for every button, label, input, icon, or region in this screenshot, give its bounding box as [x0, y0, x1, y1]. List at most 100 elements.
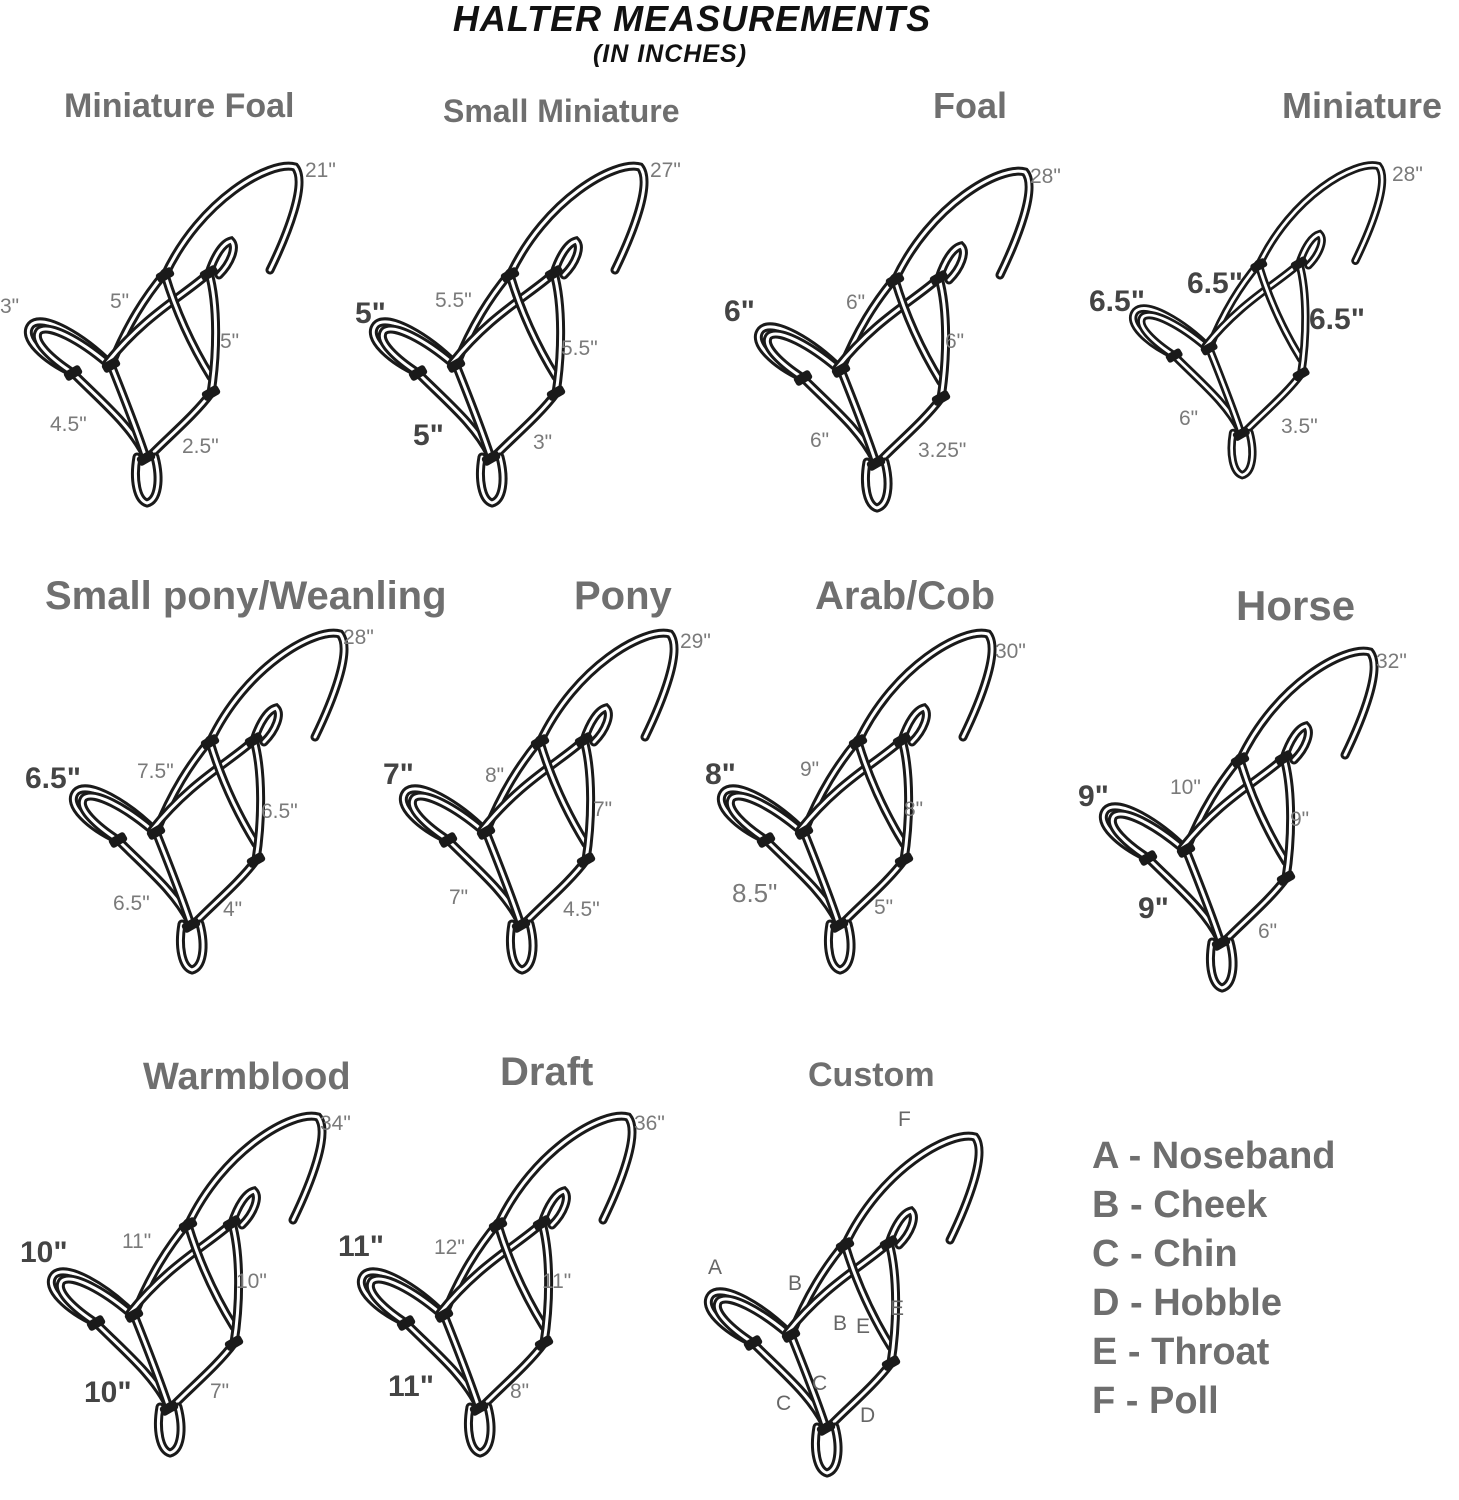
rope-throatlatch-highlight: [900, 738, 911, 862]
rope-noseband-inner: [365, 1274, 445, 1328]
rope-knot-1: [244, 732, 264, 748]
rope-chin-right-highlight: [789, 1333, 827, 1427]
rope-throat-cross-highlight: [843, 1243, 893, 1349]
rope-noseband-inner-highlight: [58, 1277, 132, 1325]
rope-throat-cross-highlight: [1238, 758, 1288, 864]
rope-throatlatch-highlight: [1297, 262, 1307, 376]
rope-throat-cross-highlight: [1257, 264, 1303, 361]
rope-lead-loop-highlight: [156, 1405, 183, 1455]
throat-measurement: 11": [542, 1270, 572, 1293]
halter-rope: [368, 161, 649, 508]
poll-measurement: 29": [680, 630, 711, 653]
throat-measurement: 6": [945, 330, 965, 353]
page-subtitle: (IN INCHES): [592, 40, 748, 68]
rope-knot-5: [469, 1400, 489, 1416]
rope-throat-loop-highlight: [937, 244, 965, 282]
halter-rope: [703, 1131, 984, 1478]
noseband-measurement: 10": [20, 1236, 68, 1269]
rope-cheek-cross-highlight: [438, 1221, 544, 1315]
rope-knot-5: [159, 1400, 179, 1416]
rope-cheek-cross-highlight: [150, 738, 256, 832]
rope-knot-3: [1200, 341, 1218, 356]
rope-throatlatch-highlight: [207, 271, 218, 395]
rope-knot-1: [929, 270, 949, 286]
halter-diagram: [23, 161, 304, 508]
rope-knot-2: [108, 832, 128, 848]
noseband-measurement: 5": [355, 297, 386, 330]
rope-knot-5: [136, 450, 156, 466]
rope-noseband-inner: [377, 324, 457, 378]
throat-outer-letter: E: [890, 1297, 905, 1320]
rope-lead-loop-highlight: [133, 455, 160, 505]
rope-knot-3: [434, 1307, 454, 1323]
cheek-measurement: 9": [800, 758, 820, 781]
rope-knot-1: [532, 1215, 552, 1231]
rope-throatlatch-highlight: [252, 738, 263, 862]
halter-diagram: [703, 1131, 984, 1478]
rope-noseband-inner-highlight: [715, 1297, 789, 1345]
halter-panel-small-pony-weanling: Small pony/Weanling 28" 6.5" 7.5" 6.5" 6…: [25, 570, 447, 990]
halter-diagram: [46, 1111, 327, 1458]
halter-diagram: [368, 161, 649, 508]
chin-measurement: 4.5": [50, 413, 87, 436]
rope-noseband-inner: [1137, 311, 1210, 360]
halter-diagram: [1098, 646, 1379, 993]
halter-panel-draft: Draft 36" 11" 12" 11" 11" 8": [338, 1050, 698, 1470]
rope-noseband-inner-highlight: [410, 794, 484, 842]
rope-knot-0: [835, 1237, 855, 1253]
rope-knot-2: [1138, 850, 1158, 866]
rope-knot-5: [866, 455, 886, 471]
noseband-measurement: 8": [705, 758, 736, 791]
rope-knot-4: [894, 852, 914, 868]
noseband-measurement: 6.5": [25, 762, 81, 795]
legend-item-cheek: B - Cheek: [1092, 1184, 1268, 1226]
rope-knot-0: [488, 1217, 508, 1233]
rope-chin-right-highlight: [1207, 346, 1242, 433]
legend-item-chin: C - Chin: [1092, 1233, 1238, 1275]
rope-knot-1: [199, 265, 219, 281]
rope-knot-1: [222, 1215, 242, 1231]
halter-diagram: [398, 628, 679, 975]
halter-diagram: [68, 628, 349, 975]
rope-throat-cross-highlight: [163, 273, 213, 379]
rope-hobble-highlight: [840, 858, 906, 926]
rope-throat-loop-highlight: [887, 1209, 915, 1247]
rope-crown-highlight: [538, 631, 676, 744]
hobble-measurement: 8": [510, 1380, 530, 1403]
chin-outer-letter: C: [776, 1392, 792, 1415]
rope-throat-cross-highlight: [496, 1223, 546, 1329]
rope-knot-4: [201, 385, 221, 401]
panel-title: Arab/Cob: [815, 574, 995, 618]
legend: A - Noseband B - Cheek C - Chin D - Hobb…: [1092, 1132, 1336, 1426]
throat-measurement: 7": [593, 798, 613, 821]
cheek-measurement: 6.5": [1187, 267, 1243, 300]
rope-crown-highlight: [893, 169, 1031, 282]
rope-chin-right-highlight: [1184, 848, 1222, 942]
cheek-measurement: 6": [846, 291, 866, 314]
rope-knot-0: [1230, 752, 1250, 768]
rope-throatlatch-highlight: [540, 1221, 551, 1345]
rope-throat-cross-highlight: [893, 278, 943, 384]
poll-measurement: 21": [305, 159, 336, 182]
hobble-letter: D: [860, 1404, 876, 1427]
rope-knot-2: [793, 370, 813, 386]
rope-knot-1: [1274, 750, 1294, 766]
hobble-measurement: 6": [1258, 920, 1278, 943]
rope-knot-3: [446, 357, 466, 373]
rope-knot-3: [124, 1307, 144, 1323]
halter-rope: [23, 161, 304, 508]
rope-throat-cross-highlight: [856, 740, 906, 846]
legend-item-poll: F - Poll: [1092, 1380, 1219, 1422]
rope-throat-cross-highlight: [186, 1223, 236, 1329]
rope-knot-4: [931, 390, 951, 406]
rope-throatlatch-highlight: [1282, 756, 1293, 880]
rope-noseband-inner-highlight: [1139, 313, 1207, 357]
rope-throatlatch-highlight: [230, 1221, 241, 1345]
panel-title: Small pony/Weanling: [45, 574, 447, 618]
hobble-measurement: 2.5": [182, 435, 219, 458]
rope-crown-highlight: [843, 1134, 981, 1247]
halter-diagram: [716, 628, 997, 975]
rope-throat-loop-highlight: [230, 1189, 258, 1227]
rope-lead-loop-highlight: [1230, 431, 1254, 477]
rope-lead-loop-highlight: [863, 460, 890, 510]
